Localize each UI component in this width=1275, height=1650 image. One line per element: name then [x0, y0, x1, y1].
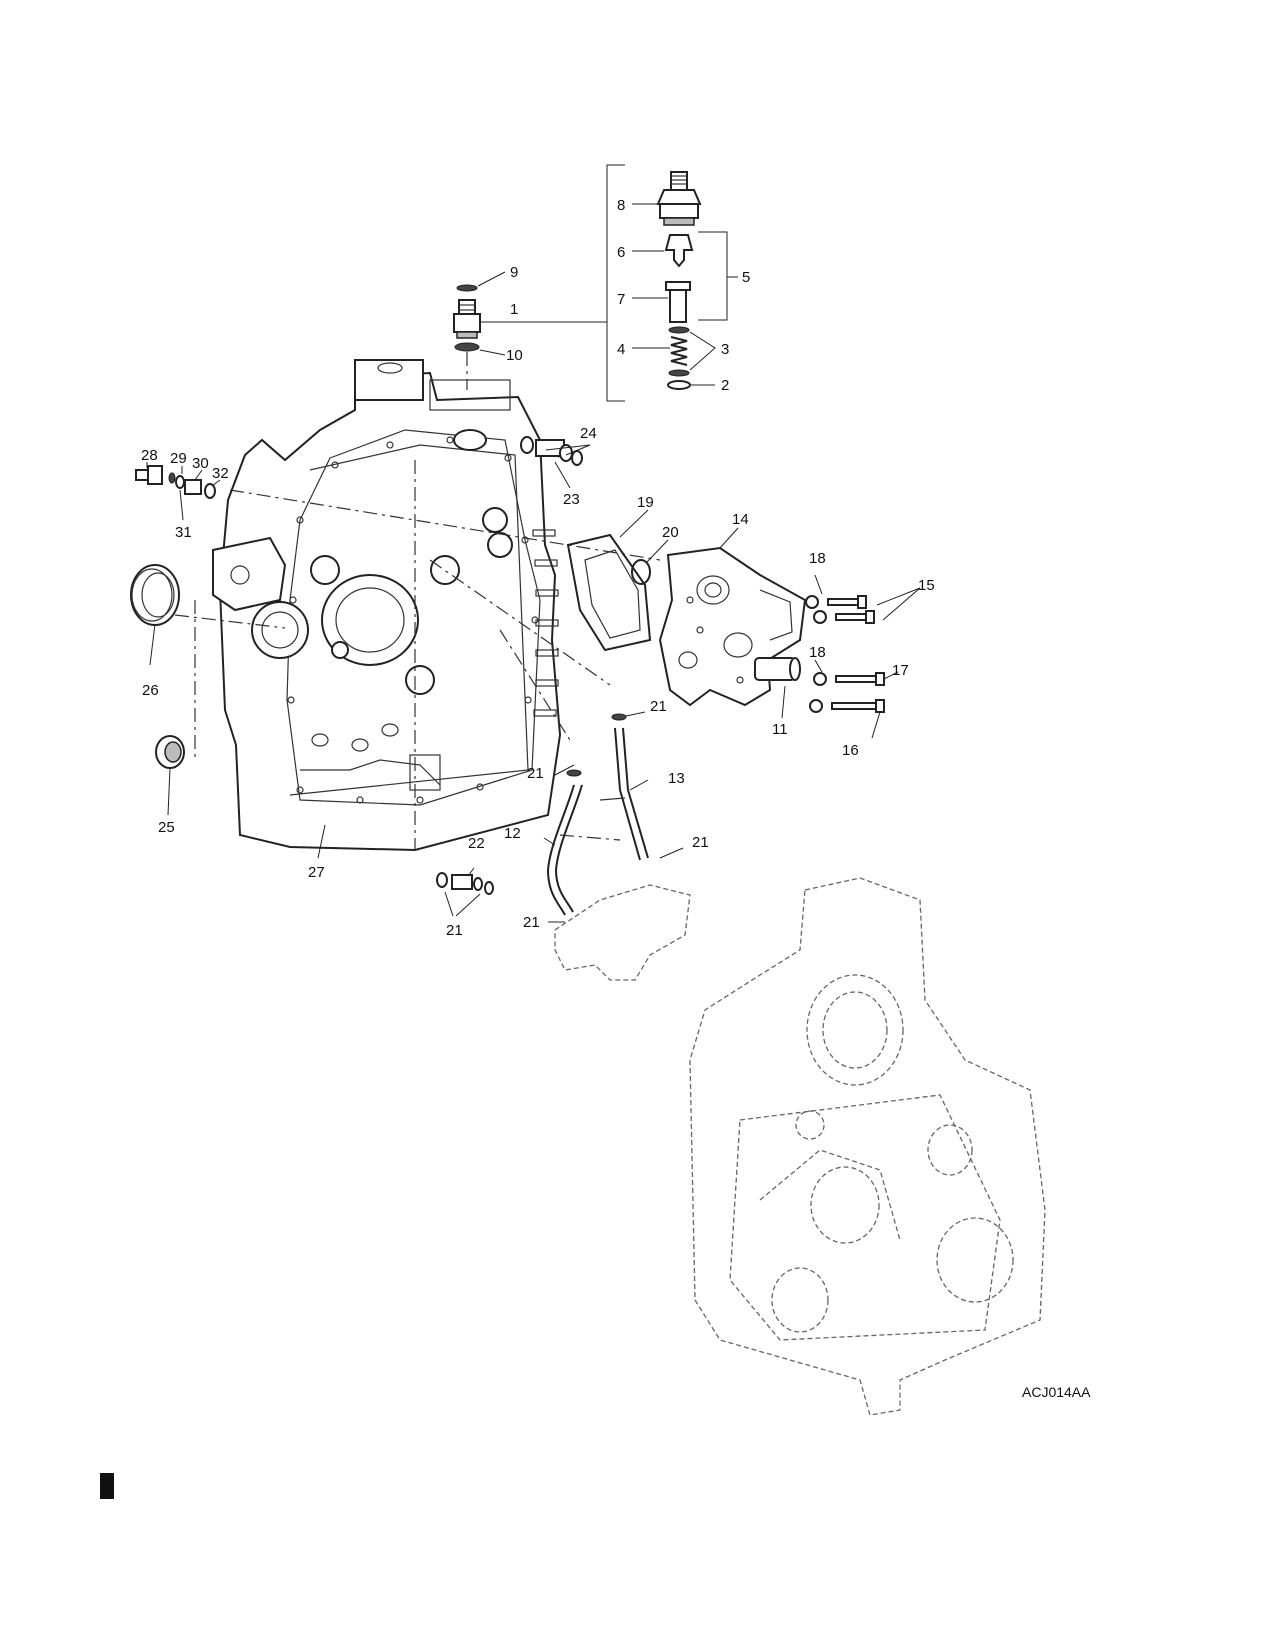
gasket-19 — [566, 533, 652, 652]
callout-7: 7 — [617, 291, 625, 308]
fitting-22 — [436, 872, 494, 895]
callout-4: 4 — [617, 341, 625, 358]
callout-11: 11 — [772, 721, 788, 738]
callout-31: 31 — [175, 524, 192, 541]
callout-28: 28 — [141, 447, 158, 464]
callout-21-c: 21 — [692, 834, 709, 851]
callout-3: 3 — [721, 341, 729, 358]
callout-27: 27 — [308, 864, 325, 881]
left-fittings-28-32 — [135, 465, 216, 499]
oil-tube-12 — [546, 769, 583, 916]
housing-ribs — [532, 529, 559, 717]
callout-14: 14 — [732, 511, 749, 528]
callout-labels: 8 6 5 7 4 3 2 9 1 10 24 23 28 29 30 32 3… — [141, 197, 1091, 1400]
callout-32: 32 — [212, 465, 229, 482]
callout-24: 24 — [580, 425, 597, 442]
callout-21-b: 21 — [527, 765, 544, 782]
assembly-centerlines — [174, 444, 661, 850]
callout-17: 17 — [892, 662, 909, 679]
callout-8: 8 — [617, 197, 625, 214]
rear-housing-ghost — [689, 877, 1046, 1416]
callout-10: 10 — [506, 347, 523, 364]
callout-26: 26 — [142, 682, 159, 699]
callout-21-a: 21 — [650, 698, 667, 715]
valve-body-1 — [453, 284, 481, 390]
callout-2: 2 — [721, 377, 729, 394]
callout-18-upper: 18 — [809, 550, 826, 567]
callout-25: 25 — [158, 819, 175, 836]
callout-18-lower: 18 — [809, 644, 826, 661]
callout-6: 6 — [617, 244, 625, 261]
valve-spring-4 — [667, 326, 691, 390]
fitting-23-24 — [520, 436, 583, 466]
callout-23: 23 — [563, 491, 580, 508]
callout-29: 29 — [170, 450, 187, 467]
valve-fitting-8 — [656, 171, 702, 226]
figure-id: ACJ014AA — [1022, 1384, 1091, 1400]
pump-body-14 — [658, 546, 807, 707]
callout-20: 20 — [662, 524, 679, 541]
flange-bolt-holes — [287, 436, 539, 804]
page-marker — [100, 1473, 114, 1499]
callout-13: 13 — [668, 770, 685, 787]
oil-tube-13 — [599, 713, 649, 861]
oil-seal-25 — [155, 735, 185, 769]
callout-22: 22 — [468, 835, 485, 852]
callout-12: 12 — [504, 825, 521, 842]
callout-5: 5 — [742, 269, 750, 286]
valve-assembly-bracket — [478, 164, 738, 402]
callout-21-e: 21 — [446, 922, 463, 939]
valve-sleeve-7 — [665, 281, 691, 323]
callout-19: 19 — [637, 494, 654, 511]
valve-cone-6 — [664, 234, 694, 268]
sleeve-11 — [754, 657, 801, 681]
bolts-16-17-18 — [809, 672, 885, 713]
callout-9: 9 — [510, 264, 518, 281]
oil-seal-26 — [130, 564, 180, 626]
callout-21-d: 21 — [523, 914, 540, 931]
o-ring-20 — [631, 559, 651, 585]
callout-15: 15 — [918, 577, 935, 594]
callout-16: 16 — [842, 742, 859, 759]
leader-lines — [146, 203, 921, 923]
callout-30: 30 — [192, 455, 209, 472]
transmission-housing-27 — [212, 359, 562, 852]
callout-1: 1 — [510, 301, 518, 318]
bolts-15 — [805, 595, 875, 624]
